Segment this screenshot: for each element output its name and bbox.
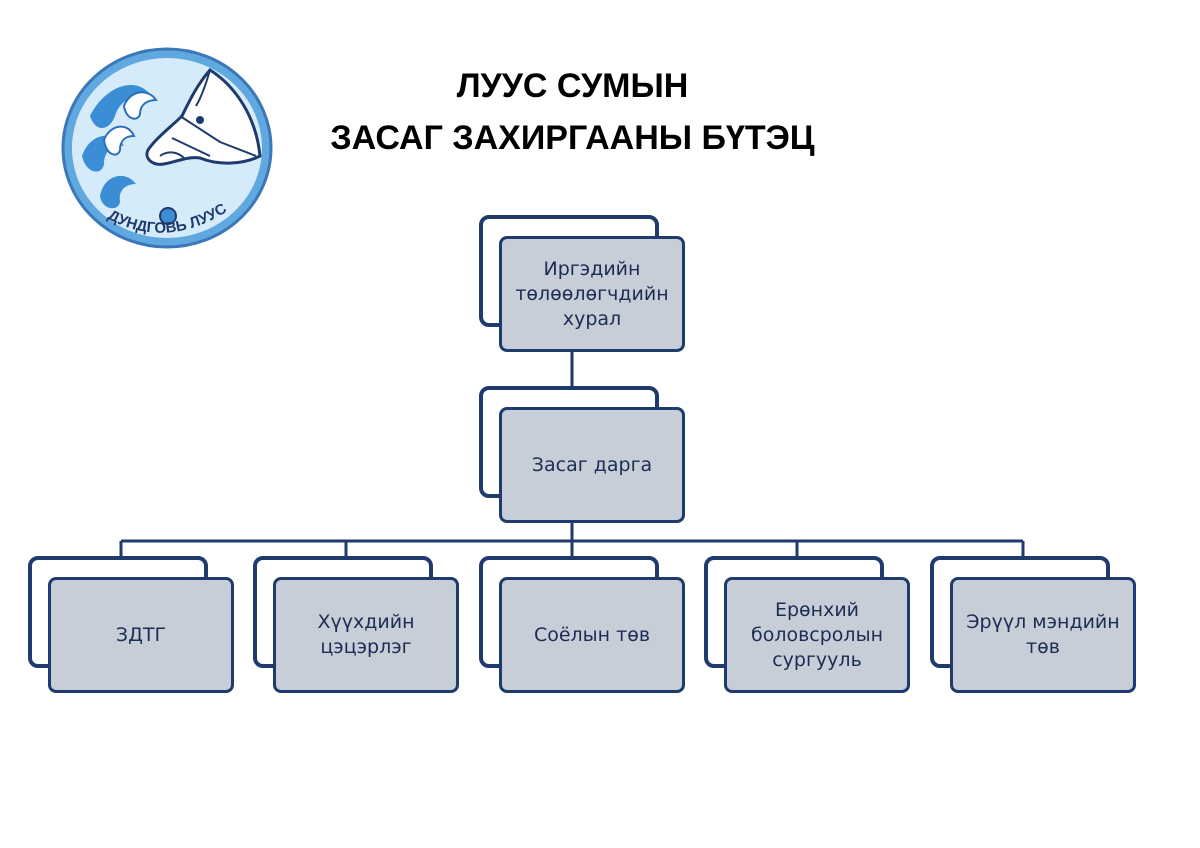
node-label: Соёлын төв xyxy=(533,623,651,646)
node-label: Засаг дарга xyxy=(531,453,653,476)
node-box: Засаг дарга xyxy=(499,407,685,523)
node-label: Иргэдийн төлөөлөгчдийн хурал xyxy=(515,257,669,330)
node-box: Ерөнхий боловсролын сургууль xyxy=(724,577,910,693)
node-label: Эрүүл мэндийн төв xyxy=(966,611,1120,658)
node-unit-culture-center: Соёлын төв xyxy=(479,556,685,693)
node-label: Хүүхдийн цэцэрлэг xyxy=(317,611,415,658)
node-unit-kindergarten: Хүүхдийн цэцэрлэг xyxy=(253,556,459,693)
node-box: ЗДТГ xyxy=(48,577,234,693)
node-box: Хүүхдийн цэцэрлэг xyxy=(273,577,459,693)
node-unit-health-center: Эрүүл мэндийн төв xyxy=(930,556,1136,693)
node-governor: Засаг дарга xyxy=(479,386,685,523)
node-unit-governor-office: ЗДТГ xyxy=(28,556,234,693)
node-box: Соёлын төв xyxy=(499,577,685,693)
page-title-line-1: ЛУУС СУМЫН xyxy=(456,67,689,105)
logo-emblem: ДУНДГОВЬ ЛУУС xyxy=(61,47,273,249)
node-label: ЗДТГ xyxy=(115,623,167,646)
node-unit-school: Ерөнхий боловсролын сургууль xyxy=(704,556,910,693)
node-box: Эрүүл мэндийн төв xyxy=(950,577,1136,693)
logo: ДУНДГОВЬ ЛУУС xyxy=(60,46,274,250)
page-title-line-2: ЗАСАГ ЗАХИРГААНЫ БҮТЭЦ xyxy=(330,119,815,157)
node-label: Ерөнхий боловсролын сургууль xyxy=(750,598,883,671)
node-box: Иргэдийн төлөөлөгчдийн хурал xyxy=(499,236,685,352)
node-council: Иргэдийн төлөөлөгчдийн хурал xyxy=(479,215,685,352)
